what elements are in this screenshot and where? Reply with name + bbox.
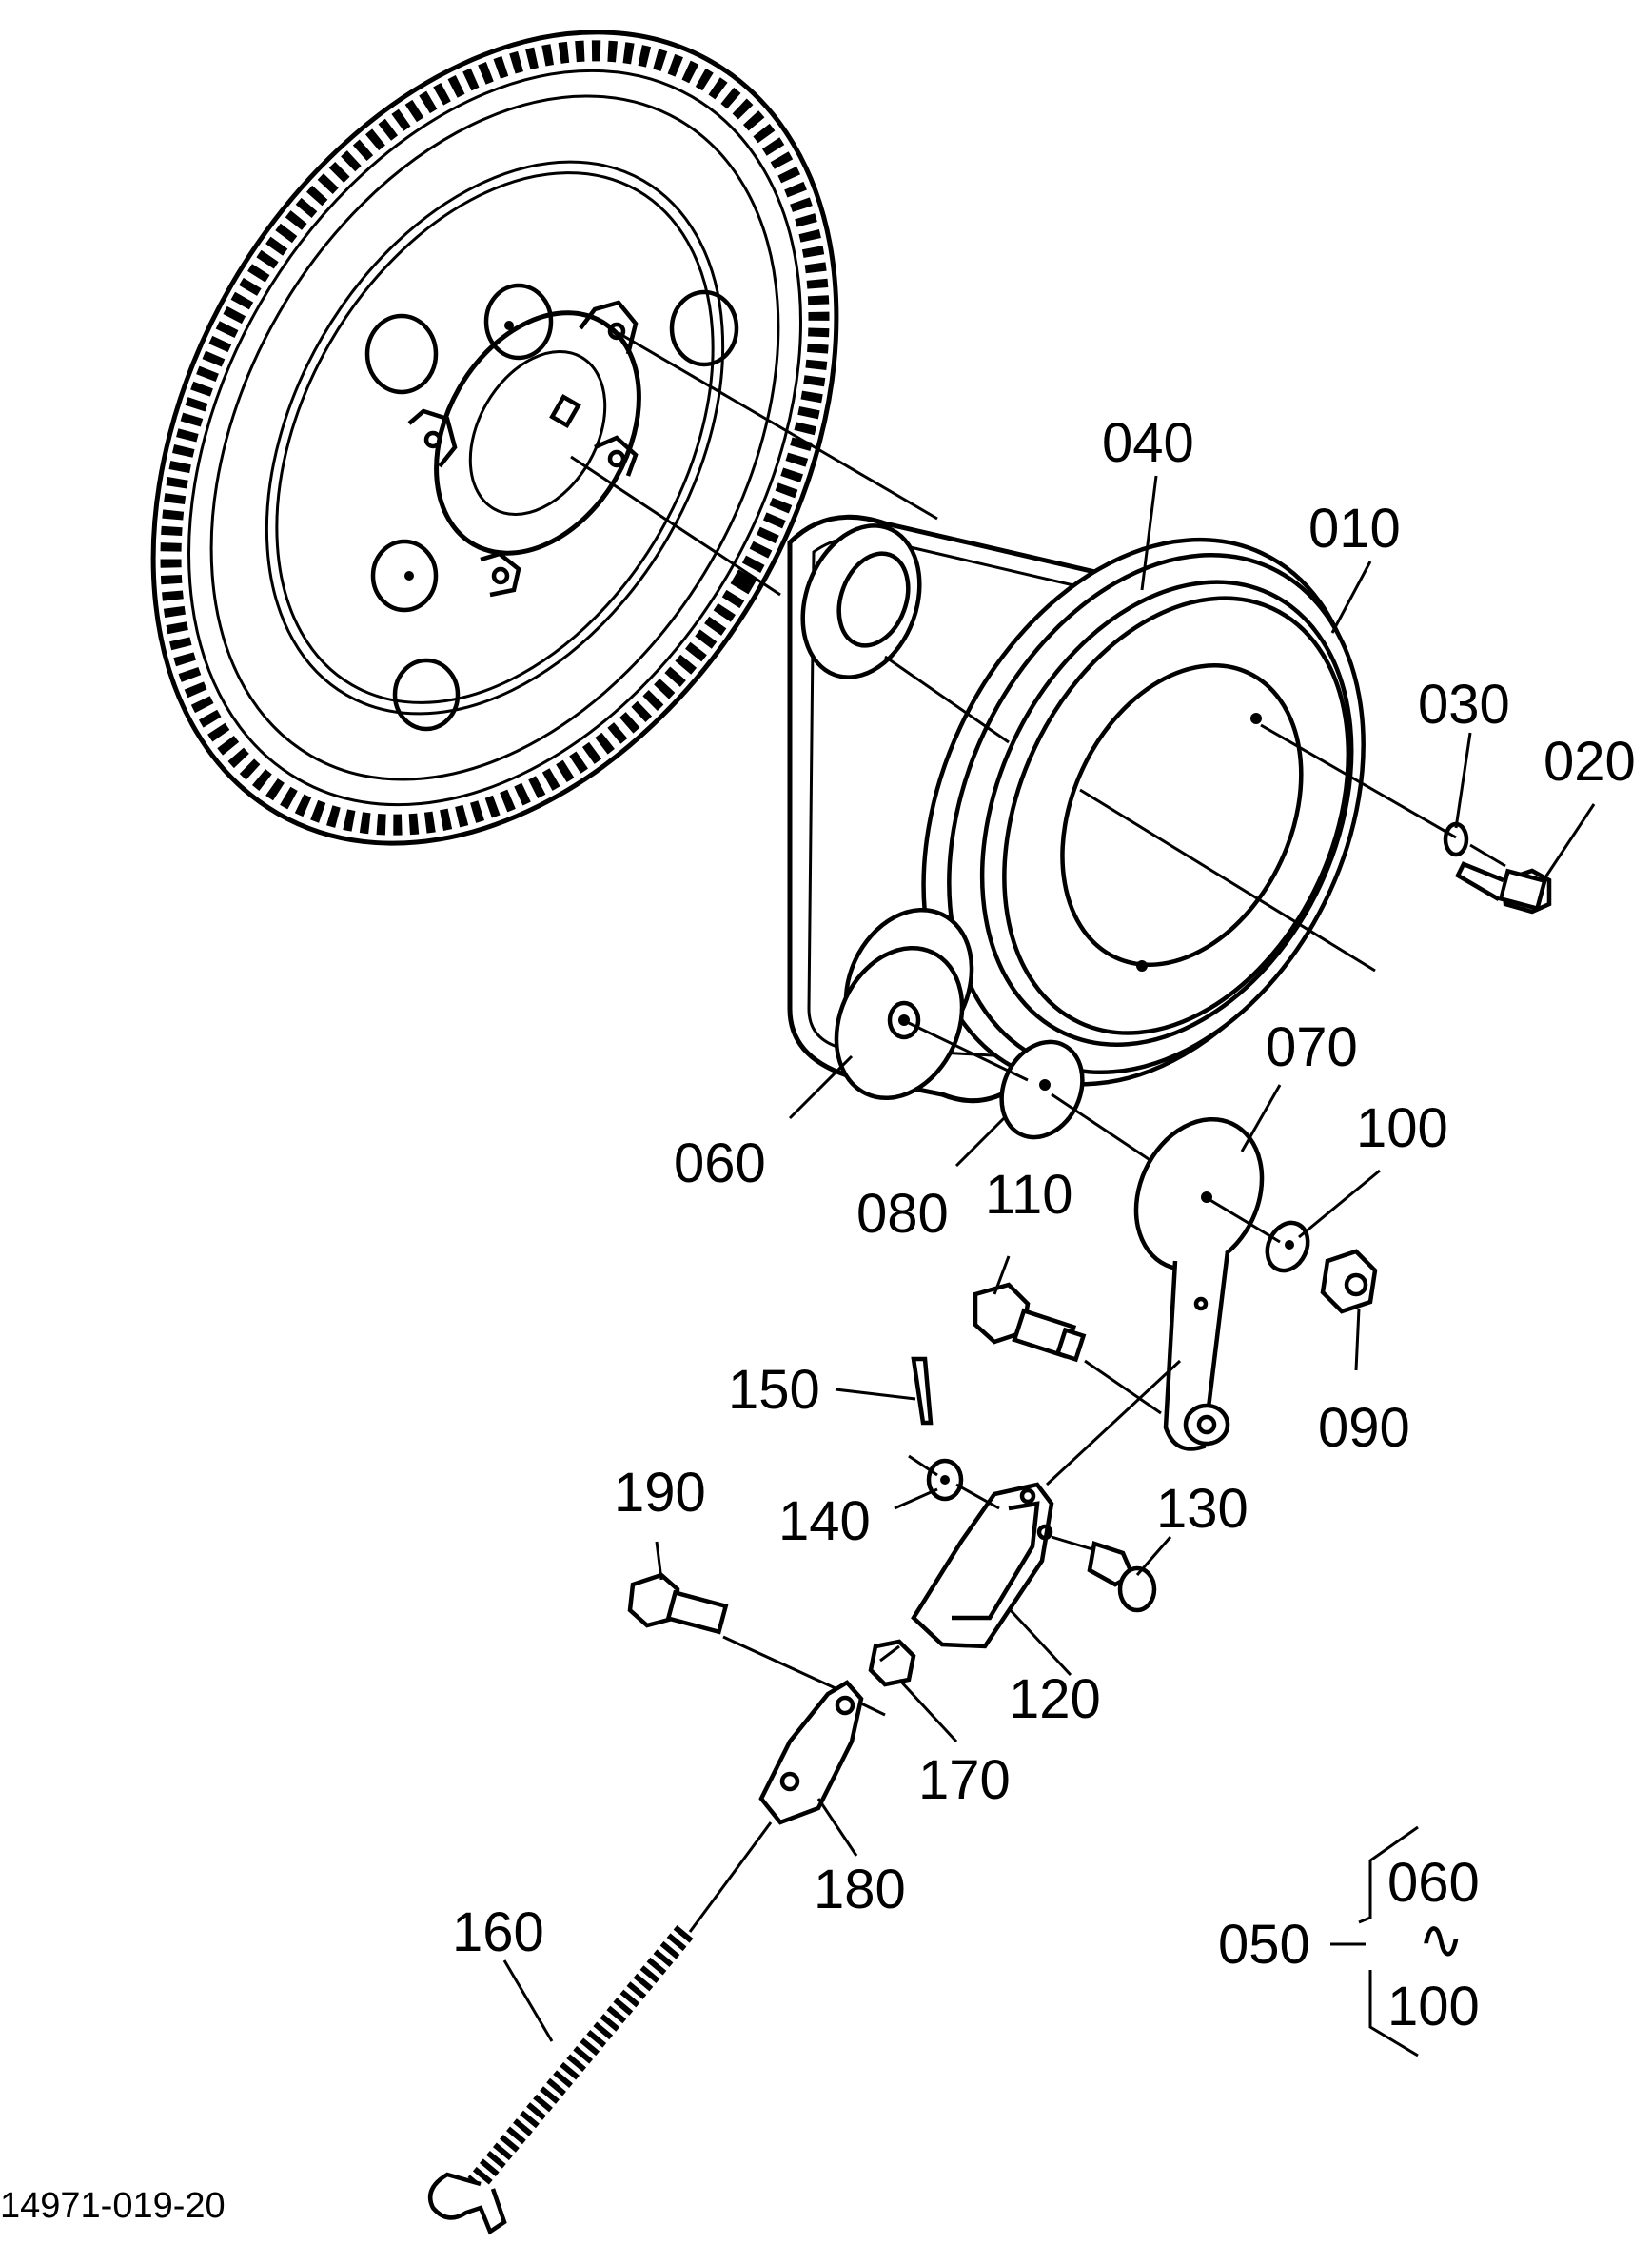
callout-180: 180: [814, 1859, 906, 1920]
callout-170: 170: [918, 1749, 1011, 1811]
upper-pulley: [800, 523, 922, 679]
callout-100: 100: [1356, 1097, 1448, 1159]
pin-130: [1087, 1541, 1157, 1613]
callout-030: 030: [1418, 674, 1510, 736]
group-range-start: 060: [1387, 1852, 1480, 1914]
callout-140: 140: [778, 1490, 871, 1552]
callout-060: 060: [674, 1132, 766, 1194]
callout-080: 080: [856, 1183, 949, 1245]
callout-110: 110: [985, 1164, 1072, 1226]
group-range-end: 100: [1387, 1976, 1480, 2037]
callout-020: 020: [1544, 731, 1636, 793]
callout-040: 040: [1102, 412, 1194, 474]
tension-arm: [1133, 1116, 1265, 1451]
callout-070: 070: [1266, 1016, 1358, 1078]
callout-090: 090: [1318, 1397, 1410, 1459]
drawing-number: 14971-019-20: [0, 2186, 226, 2226]
callout-160: 160: [452, 1901, 544, 1963]
group-label-050: 050: [1218, 1914, 1310, 1976]
callout-labels: 040 010 030 020 070 100 060 080 110 090 …: [452, 412, 1636, 1963]
bracket-180: [758, 1680, 864, 1825]
nut-090: [1320, 1249, 1378, 1314]
callout-120: 120: [1009, 1668, 1101, 1730]
callout-010: 010: [1308, 498, 1401, 560]
callout-190: 190: [614, 1462, 706, 1524]
group-range-symbol: ∿: [1418, 1909, 1465, 1971]
threaded-rod-160: [427, 1924, 694, 2235]
washer-030: [1443, 821, 1469, 857]
callout-150: 150: [728, 1359, 820, 1421]
clevis-120: [911, 1482, 1054, 1649]
assembly-group-050: 050 060 ∿ 100: [1218, 1825, 1480, 2057]
split-pin-150: [911, 1356, 934, 1426]
nut-170: [868, 1639, 916, 1687]
drive-pulley: [921, 537, 1366, 1087]
leader-lines: [502, 475, 1596, 2042]
bolt-110: [973, 1282, 1087, 1363]
callout-130: 130: [1156, 1478, 1249, 1540]
tension-pulley: [834, 907, 974, 1101]
flywheel: [150, 30, 839, 846]
bolt-190: [627, 1572, 729, 1635]
bolt-020: [1455, 861, 1552, 915]
alignment-lines: [570, 331, 1506, 1933]
